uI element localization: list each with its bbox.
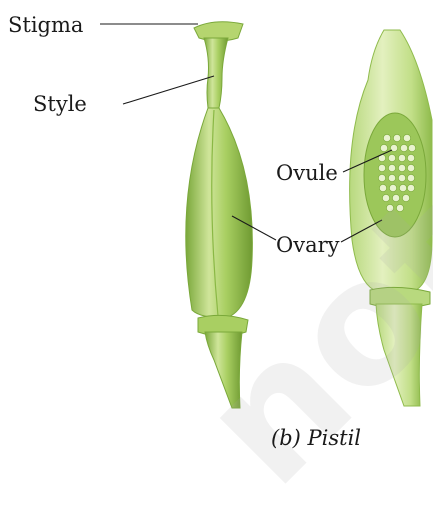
label-ovule: Ovule [276, 163, 338, 184]
right-stalk-shape [376, 304, 422, 406]
pistil-illustration [0, 0, 433, 457]
pistil-diagram: not to Stigma Style Ovule Ovary (b) Pist… [0, 0, 433, 457]
figure-caption: (b) Pistil [271, 426, 361, 450]
label-style: Style [33, 94, 87, 115]
stalk-shape [205, 332, 242, 408]
label-stigma: Stigma [8, 15, 83, 36]
ovary-cavity [364, 113, 426, 237]
label-ovary: Ovary [276, 235, 340, 256]
style-leader [123, 76, 214, 104]
style-shape [204, 38, 228, 108]
ovary-shape [186, 108, 253, 318]
